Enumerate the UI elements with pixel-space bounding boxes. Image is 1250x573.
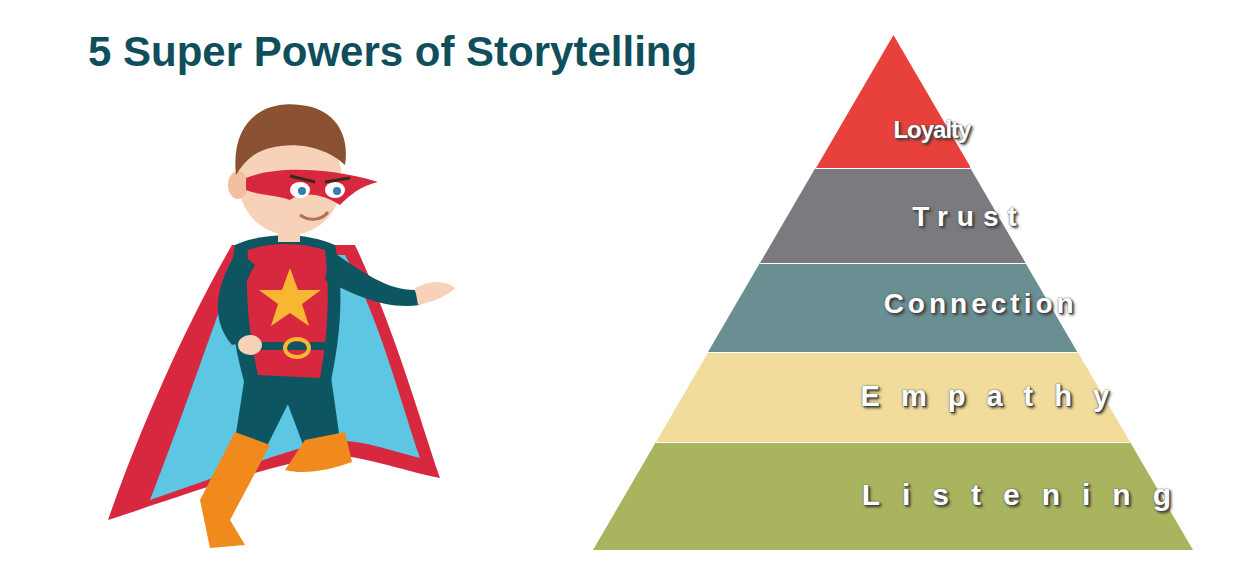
pyramid-band: Trust	[760, 168, 1026, 263]
boot	[285, 432, 352, 472]
band-divider	[656, 442, 1130, 443]
pyramid-band: Empathy	[656, 352, 1130, 442]
ear	[228, 171, 248, 199]
mask	[246, 170, 378, 205]
band-label: Trust	[832, 201, 1098, 233]
band-label: Connection	[794, 288, 1163, 320]
band-divider	[708, 352, 1077, 353]
band-divider	[760, 263, 1026, 264]
band-shape	[816, 35, 971, 168]
title: 5 Super Powers of Storytelling	[88, 28, 697, 76]
pupil	[298, 187, 306, 195]
arm	[325, 250, 420, 306]
mouth	[300, 212, 328, 219]
band-label: Loyalty	[854, 116, 1009, 144]
hand	[238, 335, 262, 355]
eye	[325, 182, 345, 198]
hair	[235, 104, 346, 175]
pyramid-band: Listening	[593, 442, 1193, 550]
band-divider	[816, 168, 971, 169]
torso	[231, 235, 341, 385]
eye	[290, 182, 310, 198]
star-emblem	[259, 268, 321, 326]
band-label: Empathy	[748, 380, 1222, 413]
tunic	[247, 244, 328, 378]
hand	[415, 282, 455, 305]
pupil	[333, 187, 341, 195]
arm	[218, 250, 255, 345]
band-label: Listening	[716, 478, 1250, 513]
pyramid-band: Loyalty	[816, 35, 971, 168]
band-fill	[816, 35, 971, 168]
pyramid-band: Connection	[708, 263, 1077, 352]
boot	[200, 432, 270, 548]
eyebrow	[290, 176, 350, 182]
belt-buckle	[285, 339, 309, 357]
